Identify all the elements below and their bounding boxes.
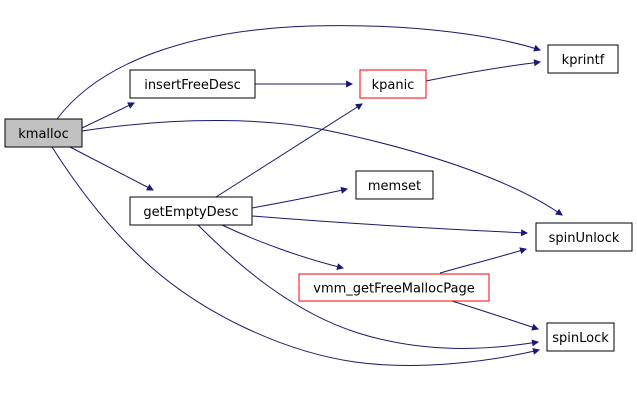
node-box-vmm_getFreeMallocPage[interactable]	[298, 273, 490, 302]
node-box-kpanic[interactable]	[359, 69, 427, 99]
node-box-kprintf[interactable]	[547, 44, 619, 74]
node-label-kmalloc: kmalloc	[18, 127, 68, 142]
node-label-spinUnlock: spinUnlock	[549, 231, 620, 246]
edge-kmalloc-spinLock	[51, 146, 541, 366]
edge-kpanic-kprintf	[425, 59, 542, 82]
node-kpanic[interactable]: kpanic	[359, 69, 427, 99]
node-box-memset[interactable]	[355, 170, 434, 200]
edge-kmalloc-getEmptyDesc	[69, 146, 154, 191]
node-label-kprintf: kprintf	[562, 53, 605, 68]
edge-vmm_getFreeMallocPage-spinUnlock	[439, 247, 528, 274]
edge-getEmptyDesc-kpanic	[215, 103, 363, 198]
node-kprintf[interactable]: kprintf	[547, 44, 619, 74]
edge-kmalloc-kprintf	[56, 25, 541, 120]
edges-layer	[51, 25, 563, 366]
node-getEmptyDesc[interactable]: getEmptyDesc	[129, 196, 253, 226]
node-spinUnlock[interactable]: spinUnlock	[535, 222, 633, 252]
node-box-spinLock[interactable]	[546, 322, 615, 352]
edge-getEmptyDesc-spinUnlock	[251, 215, 529, 237]
node-label-vmm_getFreeMallocPage: vmm_getFreeMallocPage	[313, 282, 474, 297]
node-label-kpanic: kpanic	[372, 78, 415, 93]
node-vmm_getFreeMallocPage[interactable]: vmm_getFreeMallocPage	[298, 273, 490, 302]
edge-getEmptyDesc-vmm_getFreeMallocPage	[221, 224, 345, 270]
edge-getEmptyDesc-memset	[251, 186, 349, 209]
node-box-insertFreeDesc[interactable]	[129, 69, 256, 99]
node-label-spinLock: spinLock	[552, 331, 609, 346]
node-insertFreeDesc[interactable]: insertFreeDesc	[129, 69, 256, 99]
edge-kmalloc-spinUnlock	[81, 120, 563, 216]
node-kmalloc: kmalloc	[4, 118, 83, 148]
node-memset[interactable]: memset	[355, 170, 434, 200]
node-box-kmalloc	[4, 118, 83, 148]
node-label-insertFreeDesc: insertFreeDesc	[144, 78, 241, 93]
node-box-spinUnlock[interactable]	[535, 222, 633, 252]
node-box-getEmptyDesc[interactable]	[129, 196, 253, 226]
node-spinLock[interactable]: spinLock	[546, 322, 615, 352]
edge-getEmptyDesc-spinLock	[197, 224, 540, 349]
node-label-getEmptyDesc: getEmptyDesc	[143, 205, 238, 220]
edge-vmm_getFreeMallocPage-spinLock	[451, 300, 539, 331]
nodes-layer: kmalloc insertFreeDesc kpanic kprintf memset…	[4, 44, 633, 352]
node-label-memset: memset	[368, 179, 421, 194]
edge-kmalloc-insertFreeDesc	[81, 102, 135, 129]
